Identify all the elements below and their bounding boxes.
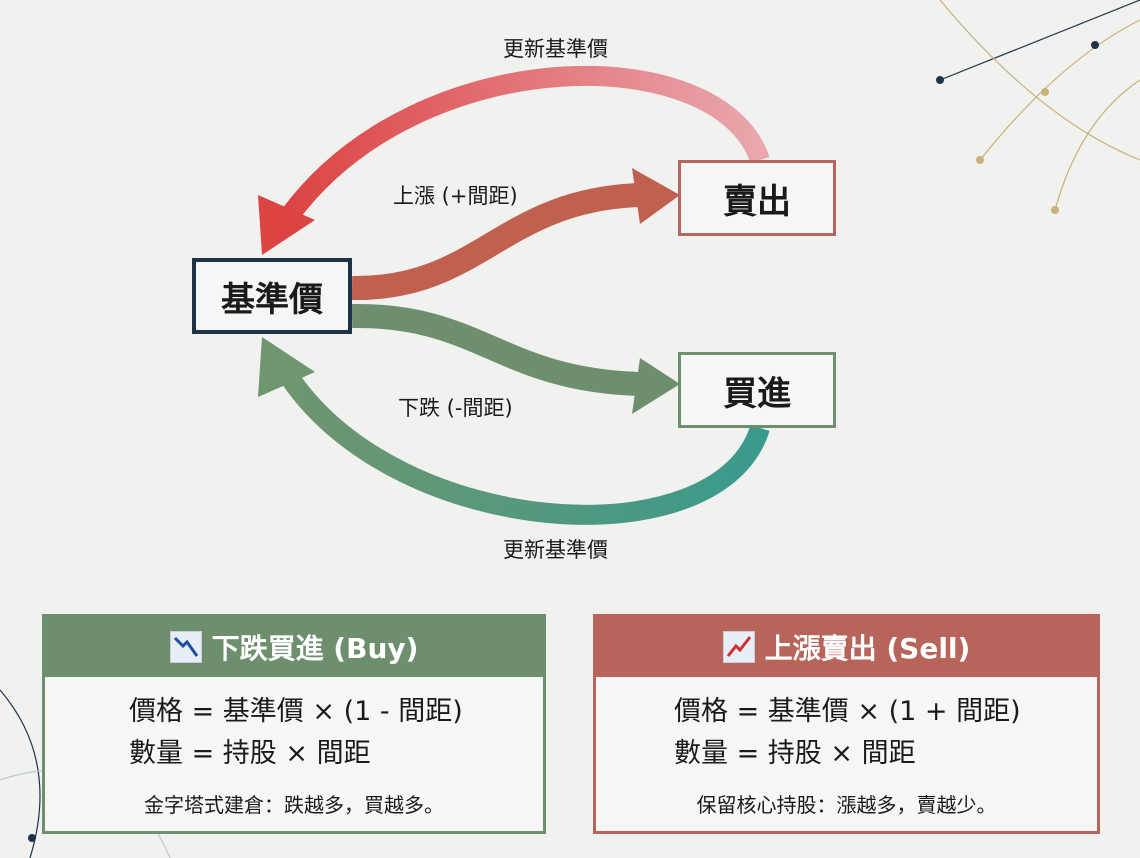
buy-card-header: 下跌買進 (Buy) [45,617,543,677]
up-label: 上漲 (+間距) [393,184,518,208]
base-price-node: 基準價 [192,258,352,334]
up-arrow [351,183,641,301]
sell-note: 保留核心持股：漲越多，賣越少。 [696,793,997,817]
up-arrowhead [632,168,680,224]
update-arrow-bottom [281,372,770,525]
sell-card-title: 上漲賣出 (Sell) [764,632,971,665]
buy-note: 金字塔式建倉：跌越多，買越多。 [144,793,444,817]
buy-card-body: 價格 = 基準價 × (1 - 間距) 數量 = 持股 × 間距 [45,677,543,775]
decorative-dots-navy [28,41,1099,842]
buy-card: 下跌買進 (Buy) 價格 = 基準價 × (1 - 間距) 數量 = 持股 ×… [42,614,546,834]
buy-node: 買進 [678,352,836,428]
down-label: 下跌 (-間距) [398,396,513,420]
sell-node: 賣出 [678,160,836,236]
decorative-dots-gold [976,88,1059,214]
update-base-label-bottom: 更新基準價 [503,538,608,562]
sell-card-header: 上漲賣出 (Sell) [596,617,1097,677]
chart-increasing-icon [722,631,755,663]
down-arrowhead [632,358,680,414]
sell-card-body: 價格 = 基準價 × (1 + 間距) 數量 = 持股 × 間距 [596,677,1097,775]
down-arrow [351,303,641,396]
sell-price-formula: 價格 = 基準價 × (1 + 間距) [674,696,1021,727]
arrowhead-top [258,195,315,255]
update-base-label-top: 更新基準價 [503,37,608,61]
buy-price-formula: 價格 = 基準價 × (1 - 間距) [129,696,463,727]
update-arrow-top [281,65,770,221]
chart-decreasing-icon [169,631,202,663]
buy-card-title: 下跌買進 (Buy) [211,632,419,665]
sell-qty-formula: 數量 = 持股 × 間距 [674,738,916,769]
buy-qty-formula: 數量 = 持股 × 間距 [129,738,371,769]
sell-card: 上漲賣出 (Sell) 價格 = 基準價 × (1 + 間距) 數量 = 持股 … [593,614,1100,834]
arrowhead-bottom [258,337,315,397]
